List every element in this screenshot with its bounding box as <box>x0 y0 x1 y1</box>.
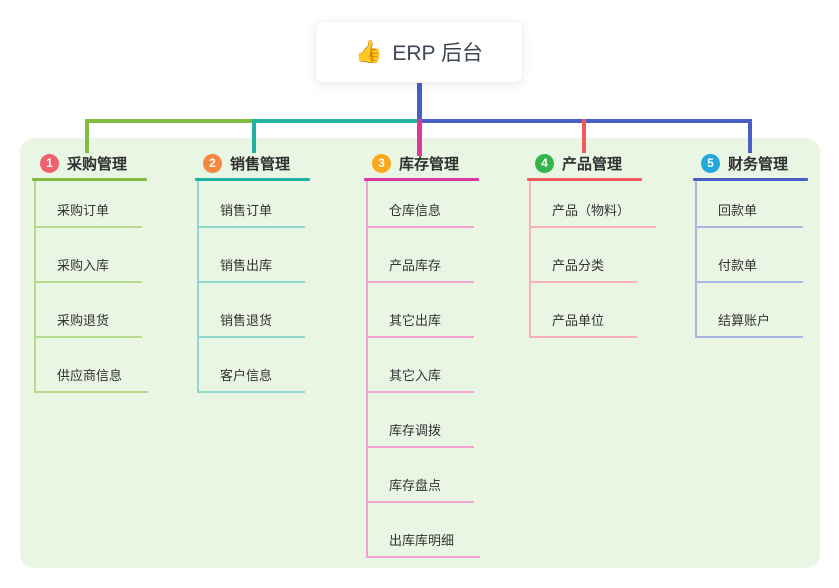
child-item[interactable]: 销售订单 <box>199 181 305 228</box>
branch-children: 采购订单采购入库采购退货供应商信息 <box>34 181 192 393</box>
child-item-label: 产品库存 <box>389 258 442 273</box>
child-item[interactable]: 供应商信息 <box>36 338 149 393</box>
child-item[interactable]: 回款单 <box>697 181 803 228</box>
child-item[interactable]: 产品分类 <box>531 228 637 283</box>
child-item[interactable]: 采购退货 <box>36 283 142 338</box>
child-item[interactable]: 产品库存 <box>368 228 474 283</box>
child-item-label: 出库库明细 <box>389 533 455 548</box>
child-item-label: 销售出库 <box>220 258 273 273</box>
child-item-label: 销售订单 <box>220 203 273 218</box>
child-item[interactable]: 销售退货 <box>199 283 305 338</box>
connector-bus-segment-teal <box>254 119 420 123</box>
branch-title-underline <box>693 178 808 181</box>
child-item-label: 客户信息 <box>220 368 273 383</box>
connector-drop-purchase <box>85 119 89 153</box>
child-item[interactable]: 其它入库 <box>368 338 474 393</box>
child-item[interactable]: 采购入库 <box>36 228 142 283</box>
child-item[interactable]: 结算账户 <box>697 283 803 338</box>
child-item[interactable]: 其它出库 <box>368 283 474 338</box>
connector-bus-segment-green <box>85 119 255 123</box>
root-node[interactable]: 👍 ERP 后台 <box>315 21 523 83</box>
child-item-label: 供应商信息 <box>57 368 123 383</box>
child-item-label: 结算账户 <box>718 313 771 328</box>
child-item[interactable]: 销售出库 <box>199 228 305 283</box>
branch-children: 销售订单销售出库销售退货客户信息 <box>197 181 355 393</box>
root-connector-line <box>417 83 422 121</box>
branch-number-badge: 3 <box>372 153 391 173</box>
branch-title-underline <box>195 178 310 181</box>
child-item[interactable]: 库存调拨 <box>368 393 474 448</box>
branch-node[interactable]: 1 采购管理 <box>32 148 192 178</box>
child-item-label: 产品（物料） <box>552 203 631 218</box>
child-item-label: 其它入库 <box>389 368 442 383</box>
branch-title: 采购管理 <box>67 155 128 173</box>
child-item[interactable]: 出库库明细 <box>368 503 481 558</box>
root-node-label: ERP 后台 <box>392 42 484 65</box>
branch-node[interactable]: 4 产品管理 <box>527 148 687 178</box>
child-item-label: 产品分类 <box>552 258 605 273</box>
branch-column: 5 财务管理 回款单付款单结算账户 <box>693 148 839 338</box>
thumbs-up-icon: 👍 <box>354 39 383 64</box>
child-item[interactable]: 产品单位 <box>531 283 637 338</box>
branch-column: 1 采购管理 采购订单采购入库采购退货供应商信息 <box>32 148 192 393</box>
branch-title: 销售管理 <box>230 155 291 173</box>
child-item[interactable]: 客户信息 <box>199 338 305 393</box>
child-item-label: 采购退货 <box>57 313 110 328</box>
child-item-label: 产品单位 <box>552 313 605 328</box>
mindmap-panel <box>20 138 820 568</box>
child-item[interactable]: 仓库信息 <box>368 181 474 228</box>
child-item-label: 销售退货 <box>220 313 273 328</box>
child-item-label: 仓库信息 <box>389 203 442 218</box>
connector-drop-inventory <box>417 119 422 156</box>
child-item[interactable]: 采购订单 <box>36 181 142 228</box>
child-item-label: 库存调拨 <box>389 423 442 438</box>
branch-number-badge: 1 <box>40 153 59 173</box>
connector-drop-sales <box>252 119 256 153</box>
child-item[interactable]: 库存盘点 <box>368 448 474 503</box>
branch-title-underline <box>364 178 479 181</box>
child-item-label: 库存盘点 <box>389 478 442 493</box>
branch-number-badge: 2 <box>203 153 222 173</box>
branch-title: 产品管理 <box>562 155 623 173</box>
child-item-label: 付款单 <box>718 258 758 273</box>
branch-column: 4 产品管理 产品（物料） 产品分类产品单位 <box>527 148 687 338</box>
child-item-label: 采购订单 <box>57 203 110 218</box>
connector-drop-product <box>582 119 586 153</box>
branch-column: 3 库存管理 仓库信息产品库存其它出库其它入库库存调拨库存盘点出库库明细 <box>364 148 524 558</box>
child-item[interactable]: 付款单 <box>697 228 803 283</box>
branch-title: 库存管理 <box>399 155 460 173</box>
child-item-label: 采购入库 <box>57 258 110 273</box>
child-item-label: 其它出库 <box>389 313 442 328</box>
branch-node[interactable]: 5 财务管理 <box>693 148 839 178</box>
branch-children: 产品（物料） 产品分类产品单位 <box>529 181 687 338</box>
branch-column: 2 销售管理 销售订单销售出库销售退货客户信息 <box>195 148 355 393</box>
branch-title-underline <box>32 178 147 181</box>
branch-title-underline <box>527 178 642 181</box>
branch-children: 仓库信息产品库存其它出库其它入库库存调拨库存盘点出库库明细 <box>366 181 524 558</box>
branch-number-badge: 4 <box>535 153 554 173</box>
child-item-label: 回款单 <box>718 203 758 218</box>
connector-drop-finance <box>748 119 752 153</box>
branch-title: 财务管理 <box>728 155 789 173</box>
branch-number-badge: 5 <box>701 153 720 173</box>
child-item[interactable]: 产品（物料） <box>531 181 657 228</box>
branch-children: 回款单付款单结算账户 <box>695 181 839 338</box>
branch-node[interactable]: 2 销售管理 <box>195 148 355 178</box>
branch-node[interactable]: 3 库存管理 <box>364 148 524 178</box>
